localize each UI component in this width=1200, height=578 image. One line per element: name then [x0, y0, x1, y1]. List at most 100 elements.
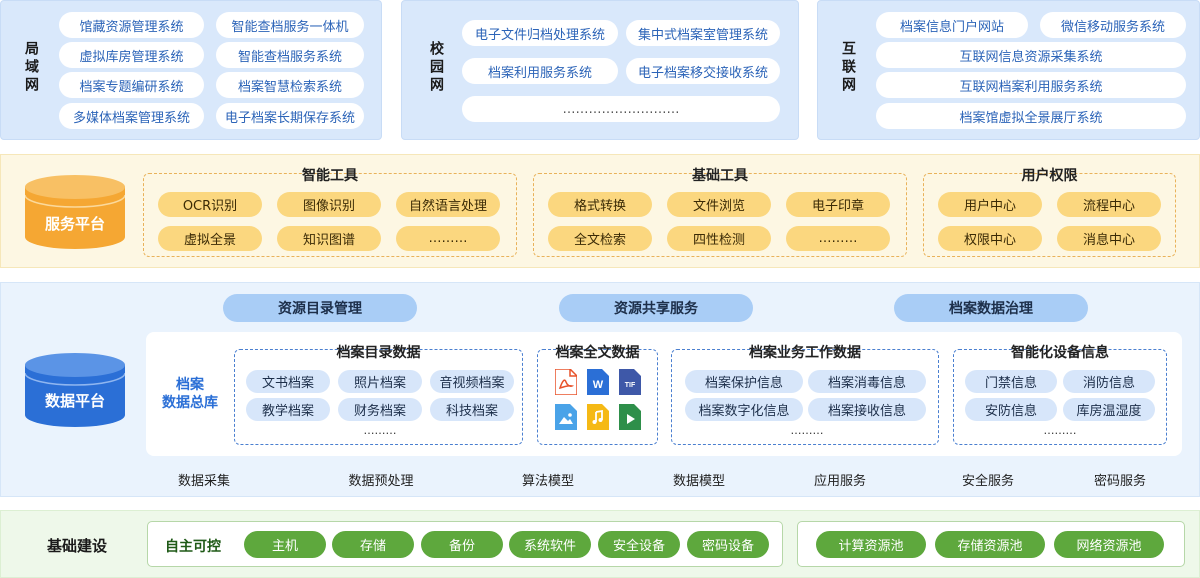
resource-pool-item: 存储资源池	[935, 531, 1045, 558]
internet-item: 档案信息门户网站	[876, 12, 1028, 38]
catalog-title: 档案目录数据	[336, 345, 421, 361]
service-panel: 服务平台 智能工具 OCR识别 图像识别 自然语言处理 虚拟全景 知识图谱 ………	[0, 154, 1200, 268]
service-item: ………	[786, 226, 890, 251]
image-file-icon	[555, 404, 577, 430]
tab-resource-catalog: 资源目录管理	[223, 294, 417, 322]
service-item: 全文检索	[548, 226, 652, 251]
service-item: 用户中心	[938, 192, 1042, 217]
business-group	[671, 349, 939, 445]
campus-label: 校园网	[428, 41, 444, 95]
catalog-item: 文书档案	[246, 370, 330, 393]
service-item: 电子印章	[786, 192, 890, 217]
service-item: 知识图谱	[277, 226, 381, 251]
service-item: 图像识别	[277, 192, 381, 217]
svg-text:W: W	[593, 379, 604, 391]
service-item: ………	[396, 226, 500, 251]
campus-item: 电子文件归档处理系统	[462, 20, 618, 46]
data-capability-label: 安全服务	[961, 474, 1014, 489]
internet-item: 互联网档案利用服务系统	[876, 72, 1186, 98]
internet-panel: 互联网 档案信息门户网站 微信移动服务系统 互联网信息资源采集系统 互联网档案利…	[817, 0, 1200, 140]
device-item: 库房温湿度	[1063, 398, 1155, 421]
data-capability-label: 密码服务	[1093, 474, 1146, 489]
device-more: ………	[1043, 424, 1077, 437]
infra-item: 系统软件	[509, 531, 591, 558]
basic-tools-title: 基础工具	[692, 168, 748, 184]
infra-panel: 基础建设 自主可控 主机 存储 备份 系统软件 安全设备 密码设备 计算资源池 …	[0, 510, 1200, 578]
infra-item: 备份	[421, 531, 503, 558]
internet-label: 互联网	[840, 41, 856, 95]
business-title: 档案业务工作数据	[749, 345, 861, 361]
word-file-icon: W	[587, 369, 609, 395]
smart-tools-group	[143, 173, 517, 257]
infra-item: 密码设备	[687, 531, 769, 558]
internet-item: 微信移动服务系统	[1040, 12, 1186, 38]
lan-panel: 局域网 馆藏资源管理系统 智能查档服务一体机 虚拟库房管理系统 智能查档服务系统…	[0, 0, 382, 140]
data-panel: 数据平台 资源目录管理 资源共享服务 档案数据治理 档案 数据总库 档案目录数据…	[0, 282, 1200, 497]
device-item: 消防信息	[1063, 370, 1155, 393]
service-item: 四性检测	[667, 226, 771, 251]
campus-item: 集中式档案室管理系统	[626, 20, 780, 46]
user-permission-group	[923, 173, 1176, 257]
infra-label: 基础建设	[46, 537, 107, 555]
video-file-icon	[619, 404, 641, 430]
lan-item: 虚拟库房管理系统	[59, 42, 204, 68]
data-capability-label: 数据采集	[177, 474, 230, 489]
data-capability-label: 数据预处理	[348, 474, 414, 489]
data-cylinder-icon	[25, 353, 125, 427]
data-capability-label: 算法模型	[521, 474, 574, 489]
business-item: 档案数字化信息	[685, 398, 803, 421]
campus-item: ………………………	[462, 96, 780, 122]
infra-item: 存储	[332, 531, 414, 558]
internet-item: 档案馆虚拟全景展厅系统	[876, 103, 1186, 129]
device-group	[953, 349, 1167, 445]
catalog-item: 音视频档案	[430, 370, 514, 393]
repository-box	[146, 332, 1182, 456]
lan-item: 馆藏资源管理系统	[59, 12, 204, 38]
tab-resource-sharing: 资源共享服务	[559, 294, 753, 322]
business-item: 档案接收信息	[808, 398, 926, 421]
service-item: 虚拟全景	[158, 226, 262, 251]
smart-tools-title: 智能工具	[302, 168, 358, 184]
campus-item: 档案利用服务系统	[462, 58, 618, 84]
service-item: 权限中心	[938, 226, 1042, 251]
business-item: 档案消毒信息	[808, 370, 926, 393]
fulltext-group	[537, 349, 658, 445]
service-item: 文件浏览	[667, 192, 771, 217]
service-item: 自然语言处理	[396, 192, 500, 217]
tab-data-governance: 档案数据治理	[894, 294, 1088, 322]
resource-pool-item: 计算资源池	[816, 531, 926, 558]
svg-text:TIF: TIF	[625, 382, 636, 389]
service-item: OCR识别	[158, 192, 262, 217]
business-more: ………	[790, 424, 824, 437]
service-cylinder-icon	[25, 175, 125, 249]
catalog-item: 科技档案	[430, 398, 514, 421]
lan-label: 局域网	[23, 41, 39, 95]
catalog-item: 照片档案	[338, 370, 422, 393]
catalog-group	[234, 349, 523, 445]
catalog-more: ………	[363, 424, 397, 437]
data-capability-label: 应用服务	[813, 474, 866, 489]
lan-item: 档案智慧检索系统	[216, 72, 364, 98]
data-platform-label: 数据平台	[44, 392, 105, 410]
lan-item: 智能查档服务系统	[216, 42, 364, 68]
infra-item: 安全设备	[598, 531, 680, 558]
device-title: 智能化设备信息	[1011, 345, 1109, 361]
service-item: 格式转换	[548, 192, 652, 217]
service-item: 流程中心	[1057, 192, 1161, 217]
autonomy-label: 自主可控	[165, 539, 221, 555]
data-capability-label: 数据模型	[672, 474, 725, 489]
infra-item: 主机	[244, 531, 326, 558]
lan-item: 多媒体档案管理系统	[59, 103, 204, 129]
internet-item: 互联网信息资源采集系统	[876, 42, 1186, 68]
repository-label: 档案 数据总库	[162, 377, 218, 411]
device-item: 门禁信息	[965, 370, 1057, 393]
campus-item: 电子档案移交接收系统	[626, 58, 780, 84]
pdf-file-icon	[555, 369, 577, 395]
tif-file-icon: TIF	[619, 369, 641, 395]
resource-pool-item: 网络资源池	[1054, 531, 1164, 558]
campus-panel: 校园网 电子文件归档处理系统 集中式档案室管理系统 档案利用服务系统 电子档案移…	[401, 0, 799, 140]
basic-tools-group	[533, 173, 907, 257]
service-item: 消息中心	[1057, 226, 1161, 251]
lan-item: 档案专题编研系统	[59, 72, 204, 98]
fulltext-title: 档案全文数据	[555, 345, 640, 361]
